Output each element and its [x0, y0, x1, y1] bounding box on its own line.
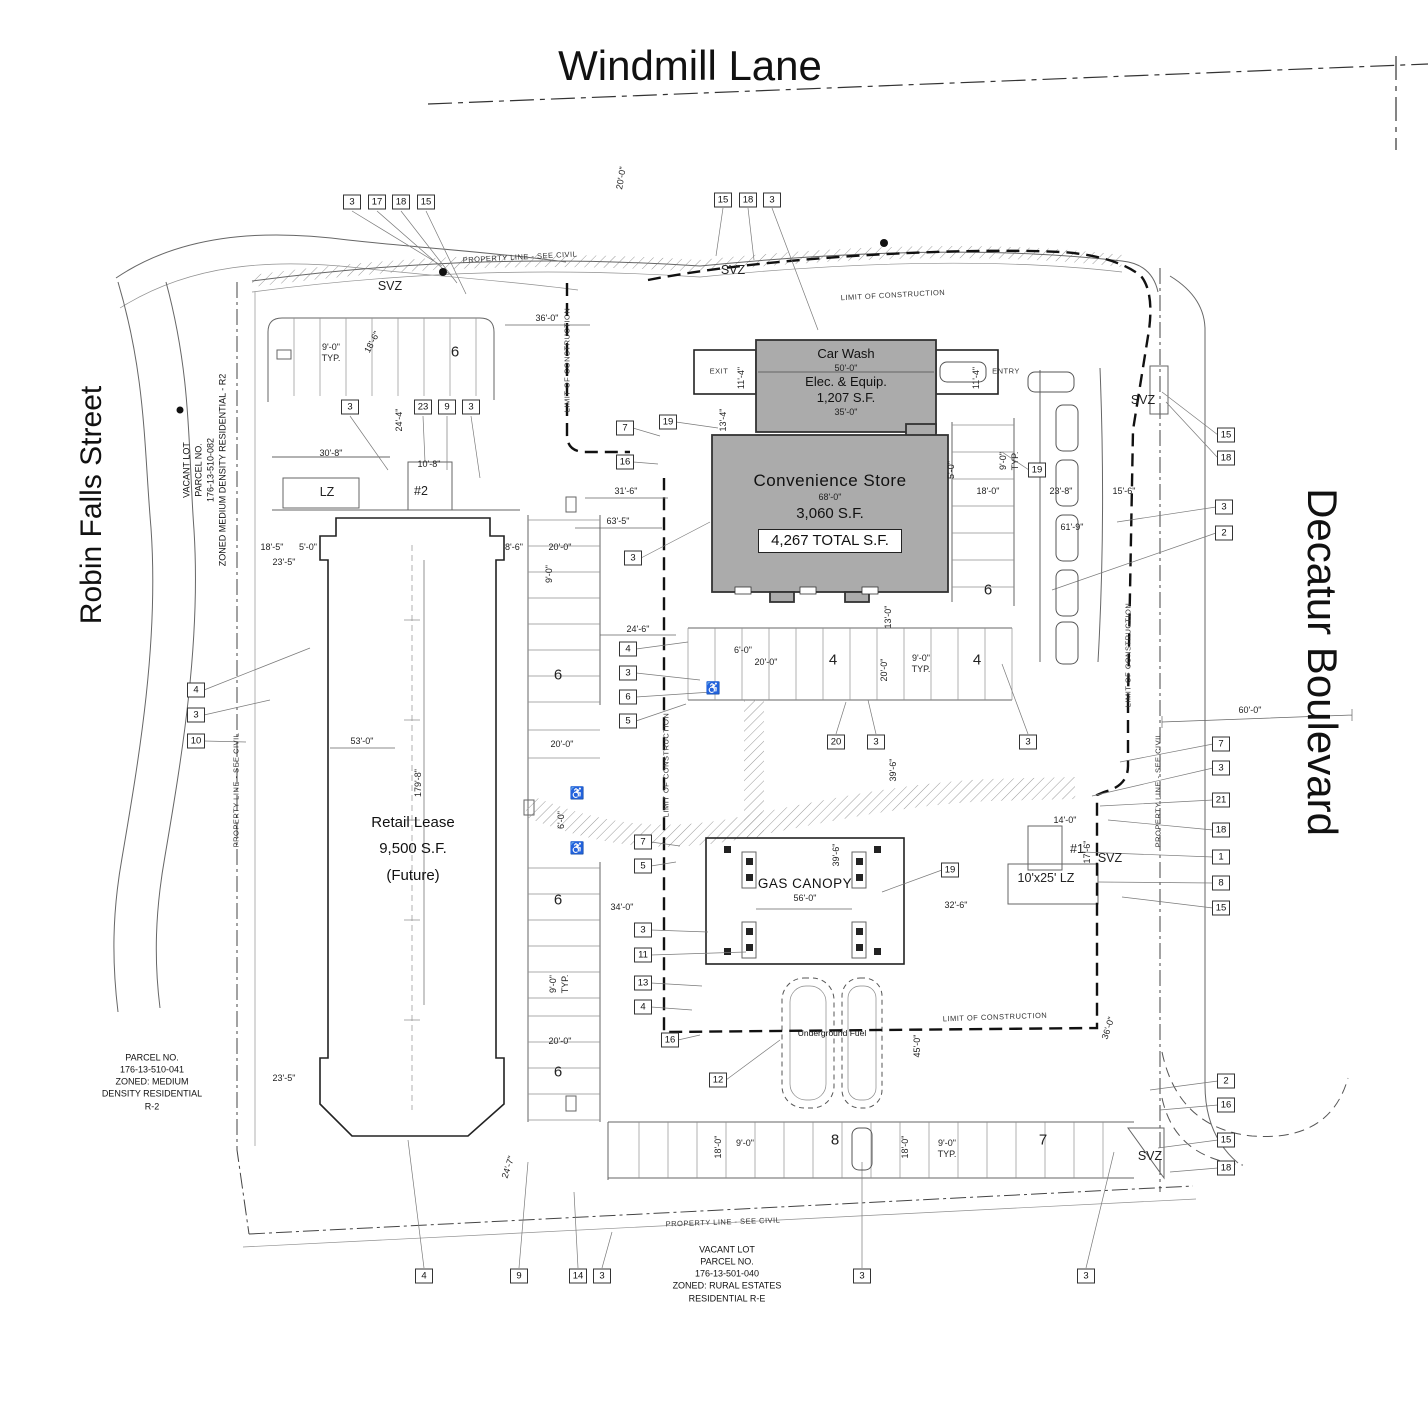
- property-line-west: [236, 282, 250, 1235]
- parcel-line: 176-13-510-082: [206, 437, 216, 503]
- car-wash-entry-lane: [935, 349, 999, 395]
- robin-falls-curb: [113, 281, 154, 1013]
- limit-of-construction-line: [662, 478, 1130, 1034]
- parcel-line: VACANT LOT: [181, 442, 192, 498]
- stall-2-hatch: [407, 461, 453, 511]
- car-wash-label: Car Wash 50'-0" Elec. & Equip. 1,207 S.F…: [756, 346, 936, 418]
- parcel-line: 176-13-501-040: [694, 1268, 760, 1279]
- svz-hatch: [1127, 1127, 1165, 1180]
- gas-canopy-width-dim: 56'-0": [793, 893, 817, 904]
- fuel-tank-outline: [841, 977, 883, 1109]
- parcel-line: ZONED MEDIUM DENSITY RESIDENTIAL - R2: [218, 373, 229, 567]
- car-wash-equip: Elec. & Equip.: [805, 374, 887, 390]
- parcel-line: PARCEL NO.: [700, 1256, 754, 1267]
- store-total-area: 4,267 TOTAL S.F.: [758, 529, 902, 554]
- car-wash-width-dim: 50'-0": [834, 362, 858, 373]
- pump-islands: [724, 846, 881, 955]
- street-name-decatur: Decatur Boulevard: [1299, 488, 1346, 836]
- retail-area: 9,500 S.F.: [379, 840, 447, 858]
- car-wash-building: [755, 339, 937, 433]
- parked-car: [851, 361, 1079, 1171]
- parcel-line: RESIDENTIAL R-E: [688, 1293, 766, 1304]
- parcel-line: DENSITY RESIDENTIAL: [101, 1089, 203, 1100]
- decatur-curb: [1169, 275, 1206, 333]
- retail-status: (Future): [386, 866, 440, 884]
- retail-name: Retail Lease: [371, 814, 455, 831]
- property-line-south: [248, 1185, 1194, 1235]
- street-name-windmill-lane: Windmill Lane: [558, 42, 822, 89]
- loading-zone-hatch: [282, 477, 360, 509]
- parcel-line: ZONED: MEDIUM: [115, 1076, 189, 1087]
- convenience-store-building: [711, 434, 949, 593]
- store-width-dim: 68'-0": [818, 492, 842, 503]
- store-area: 3,060 S.F.: [796, 505, 864, 523]
- retail-building-outline: [319, 517, 505, 1137]
- gas-canopy-outline: [705, 837, 905, 965]
- car-wash-depth-dim: 35'-0": [834, 406, 858, 417]
- car-wash-area: 1,207 S.F.: [816, 389, 876, 405]
- parcel-note-southwest: PARCEL NO. 176-13-510-041 ZONED: MEDIUM …: [67, 1052, 237, 1113]
- parcel-note-west: VACANT LOT PARCEL NO. 176-13-510-082 ZON…: [181, 305, 230, 635]
- retail-lease-label: Retail Lease 9,500 S.F. (Future): [322, 810, 504, 889]
- underground-fuel-label: Underground Fuel: [797, 1028, 867, 1038]
- parcel-line: PARCEL NO.: [193, 443, 204, 497]
- svz-hatch: [1149, 365, 1169, 415]
- car-wash-name: Car Wash: [817, 346, 875, 361]
- street-name-robin-falls: Robin Falls Street: [75, 385, 108, 625]
- gas-canopy-name: GAS CANOPY: [757, 876, 853, 891]
- limit-of-construction-line: [647, 249, 1152, 701]
- parcel-line: PARCEL NO.: [125, 1052, 179, 1063]
- gas-canopy-label: GAS CANOPY 56'-0": [706, 876, 904, 905]
- parcel-line: VACANT LOT: [699, 1244, 755, 1255]
- stall-1-hatch: [1027, 825, 1063, 871]
- hydrant-symbol: [176, 406, 184, 414]
- fuel-tank-outline: [781, 977, 835, 1109]
- parcel-line: ZONED: RURAL ESTATES: [672, 1281, 782, 1292]
- convenience-store-label: Convenience Store 68'-0" 3,060 S.F. 4,26…: [712, 471, 948, 554]
- windmill-lane-centerline: [427, 63, 1428, 105]
- car-wash-exit-lane: [693, 349, 757, 395]
- parcel-line: R-2: [144, 1101, 160, 1112]
- parcel-note-south: VACANT LOT PARCEL NO. 176-13-501-040 ZON…: [622, 1244, 832, 1305]
- parcel-line: 176-13-510-041: [119, 1064, 185, 1075]
- store-name: Convenience Store: [753, 471, 907, 490]
- limit-of-construction-line: [565, 283, 630, 454]
